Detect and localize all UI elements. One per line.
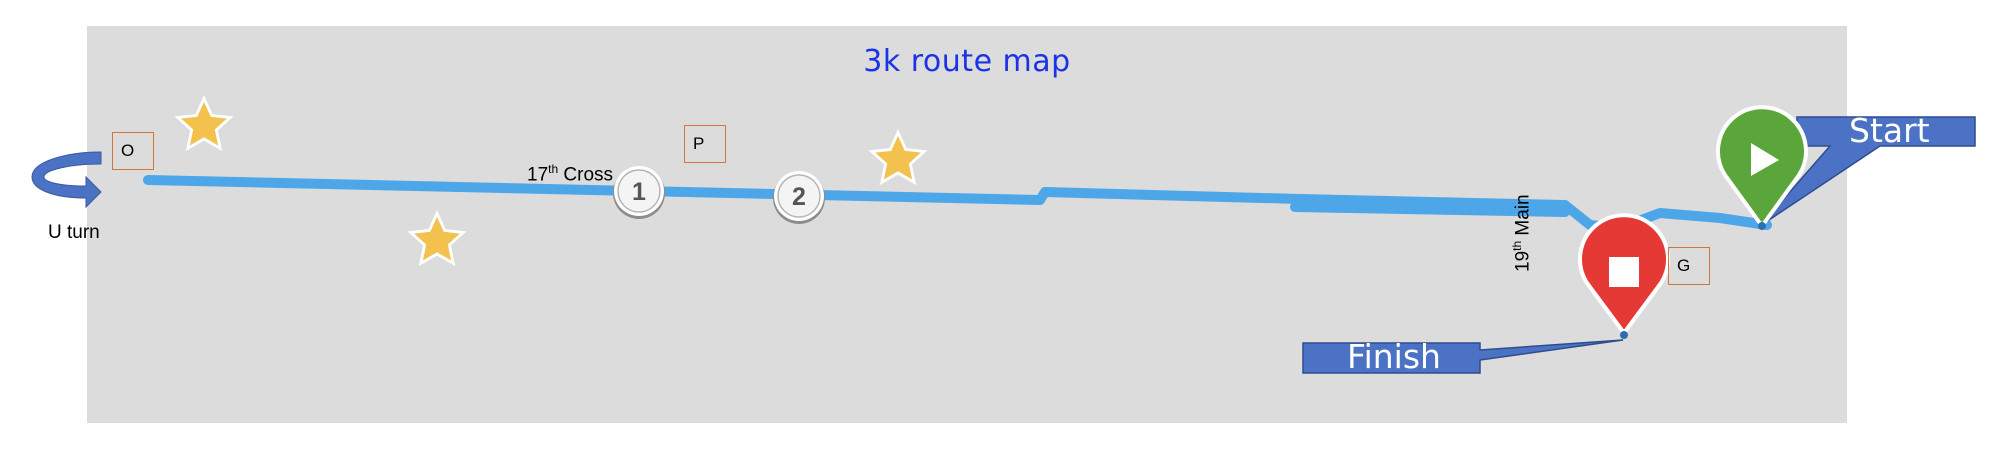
marker-box-o: O — [112, 132, 154, 170]
map-title: 3k route map — [863, 44, 1071, 79]
route-path — [143, 175, 1772, 233]
checkpoint-1-label: 1 — [632, 178, 646, 206]
finish-callout — [1302, 339, 1624, 374]
road-label-17th-cross: 17th Cross — [527, 162, 614, 186]
start-pin[interactable] — [1716, 105, 1808, 230]
star-icon — [868, 129, 928, 186]
checkpoint-2[interactable]: 2 — [773, 171, 825, 224]
star-icon — [174, 95, 234, 152]
checkpoint-1[interactable]: 1 — [613, 166, 665, 219]
route-path-parallel — [1290, 202, 1570, 217]
road-label-19th-main: 19th Main — [1510, 194, 1534, 272]
marker-box-g: G — [1668, 247, 1710, 285]
checkpoint-2-label: 2 — [792, 183, 806, 211]
uturn-arrow-icon — [31, 151, 102, 209]
play-icon — [1751, 143, 1779, 176]
finish-label: Finish — [1347, 337, 1441, 376]
map-panel — [87, 26, 1847, 423]
marker-box-p: P — [684, 125, 726, 163]
star-icon — [407, 210, 467, 267]
start-label: Start — [1849, 111, 1930, 150]
uturn-label: U turn — [48, 222, 100, 243]
finish-pin[interactable] — [1578, 213, 1670, 339]
stop-icon — [1609, 257, 1639, 287]
